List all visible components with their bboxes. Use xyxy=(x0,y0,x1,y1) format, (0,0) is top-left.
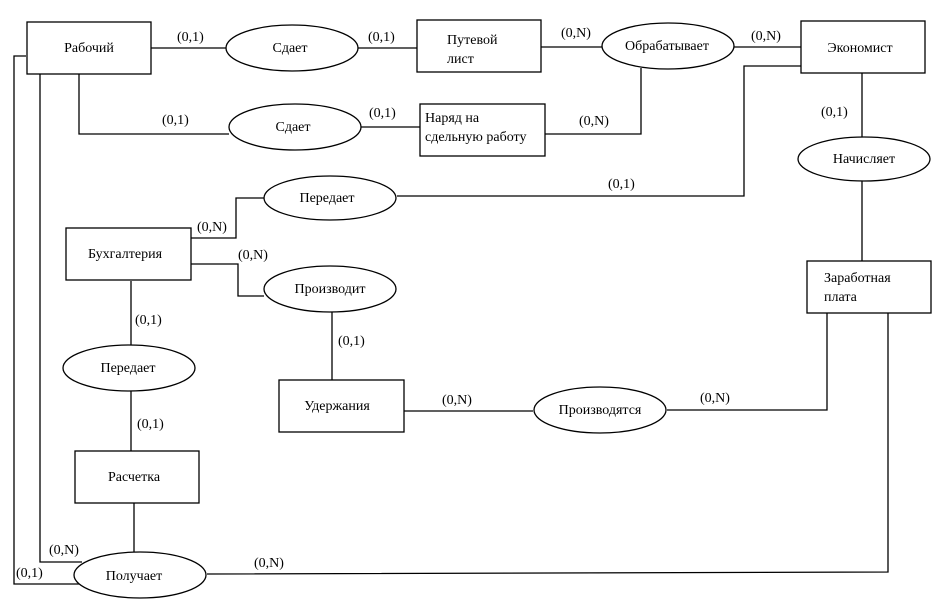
entity-worker: Рабочий xyxy=(26,21,152,75)
relationship-calculates-label: Начисляет xyxy=(833,152,895,167)
cardinality-label: (0,1) xyxy=(16,566,43,581)
connector-receives-salary xyxy=(206,313,889,575)
relationship-transfers2-label: Передает xyxy=(100,361,155,376)
entity-economist: Экономист xyxy=(800,20,926,74)
cardinality-label: (0,N) xyxy=(238,248,268,263)
connector-accounting-transfers1 xyxy=(191,197,264,239)
cardinality-label: (0,1) xyxy=(368,30,395,45)
relationship-receives-label: Получает xyxy=(106,569,163,584)
entity-piecework-order-label-line1: Наряд на xyxy=(425,111,480,126)
relationship-submits1-label: Сдает xyxy=(272,41,307,56)
entity-piecework-order: Наряд на сдельную работу xyxy=(419,103,546,157)
relationship-transfers1-label: Передает xyxy=(299,191,354,206)
connector-order-processes xyxy=(545,68,642,135)
cardinality-label: (0,N) xyxy=(561,26,591,41)
entity-salary: Заработная плата xyxy=(806,260,932,314)
cardinality-label: (0,1) xyxy=(369,106,396,121)
cardinality-label: (0,N) xyxy=(254,556,284,571)
cardinalities: (0,1) (0,1) (0,N) (0,N) (0,1) (0,1) (0,N… xyxy=(16,26,848,581)
cardinality-label: (0,N) xyxy=(197,220,227,235)
relationship-receives: Получает xyxy=(73,551,207,599)
relationship-transfers1: Передает xyxy=(263,175,397,221)
connector-worker-receives-inner xyxy=(39,74,82,563)
connector-worker-receives-outer xyxy=(13,55,80,585)
relationship-submits2-label: Сдает xyxy=(275,120,310,135)
entity-deductions: Удержания xyxy=(278,379,405,433)
connector-economist-transfers1 xyxy=(397,65,801,197)
cardinality-label: (0,1) xyxy=(137,417,164,432)
entity-waybill: Путевой лист xyxy=(416,19,542,73)
connectors xyxy=(13,46,889,585)
entity-salary-label-line2: плата xyxy=(824,290,858,305)
relationship-submits2: Сдает xyxy=(228,103,362,151)
entity-waybill-label-line1: Путевой xyxy=(447,33,498,48)
relationship-produces-label: Производит xyxy=(295,282,366,297)
connector-accounting-produces xyxy=(191,263,264,297)
relationship-are-produced: Производятся xyxy=(533,386,667,434)
cardinality-label: (0,N) xyxy=(751,29,781,44)
entity-economist-label: Экономист xyxy=(827,41,892,56)
cardinality-label: (0,1) xyxy=(338,334,365,349)
relationship-transfers2: Передает xyxy=(62,344,196,392)
entity-accounting-label: Бухгалтерия xyxy=(88,247,163,262)
connector-worker-submits2 xyxy=(78,74,229,135)
cardinality-label: (0,N) xyxy=(442,393,472,408)
cardinality-label: (0,N) xyxy=(49,543,79,558)
cardinality-label: (0,1) xyxy=(821,105,848,120)
cardinality-label: (0,1) xyxy=(135,313,162,328)
relationship-produces: Производит xyxy=(263,265,397,313)
cardinality-label: (0,1) xyxy=(177,30,204,45)
cardinality-label: (0,1) xyxy=(162,113,189,128)
entity-salary-label-line1: Заработная xyxy=(824,271,891,286)
relationship-submits1: Сдает xyxy=(225,24,359,72)
entity-payslip-label: Расчетка xyxy=(108,470,161,485)
entity-piecework-order-label-line2: сдельную работу xyxy=(425,130,526,145)
relationship-are-produced-label: Производятся xyxy=(559,403,642,418)
cardinality-label: (0,N) xyxy=(579,114,609,129)
entity-waybill-label-line2: лист xyxy=(447,52,474,67)
entity-payslip: Расчетка xyxy=(74,450,200,504)
entity-deductions-label: Удержания xyxy=(304,399,370,414)
relationship-calculates: Начисляет xyxy=(797,136,931,182)
relationship-processes-label: Обрабатывает xyxy=(625,39,709,54)
connector-areproduced-salary xyxy=(667,313,828,411)
entity-accounting: Бухгалтерия xyxy=(65,227,192,281)
cardinality-label: (0,1) xyxy=(608,177,635,192)
cardinality-label: (0,N) xyxy=(700,391,730,406)
relationship-processes: Обрабатывает xyxy=(601,22,735,70)
entity-worker-label: Рабочий xyxy=(64,41,114,56)
